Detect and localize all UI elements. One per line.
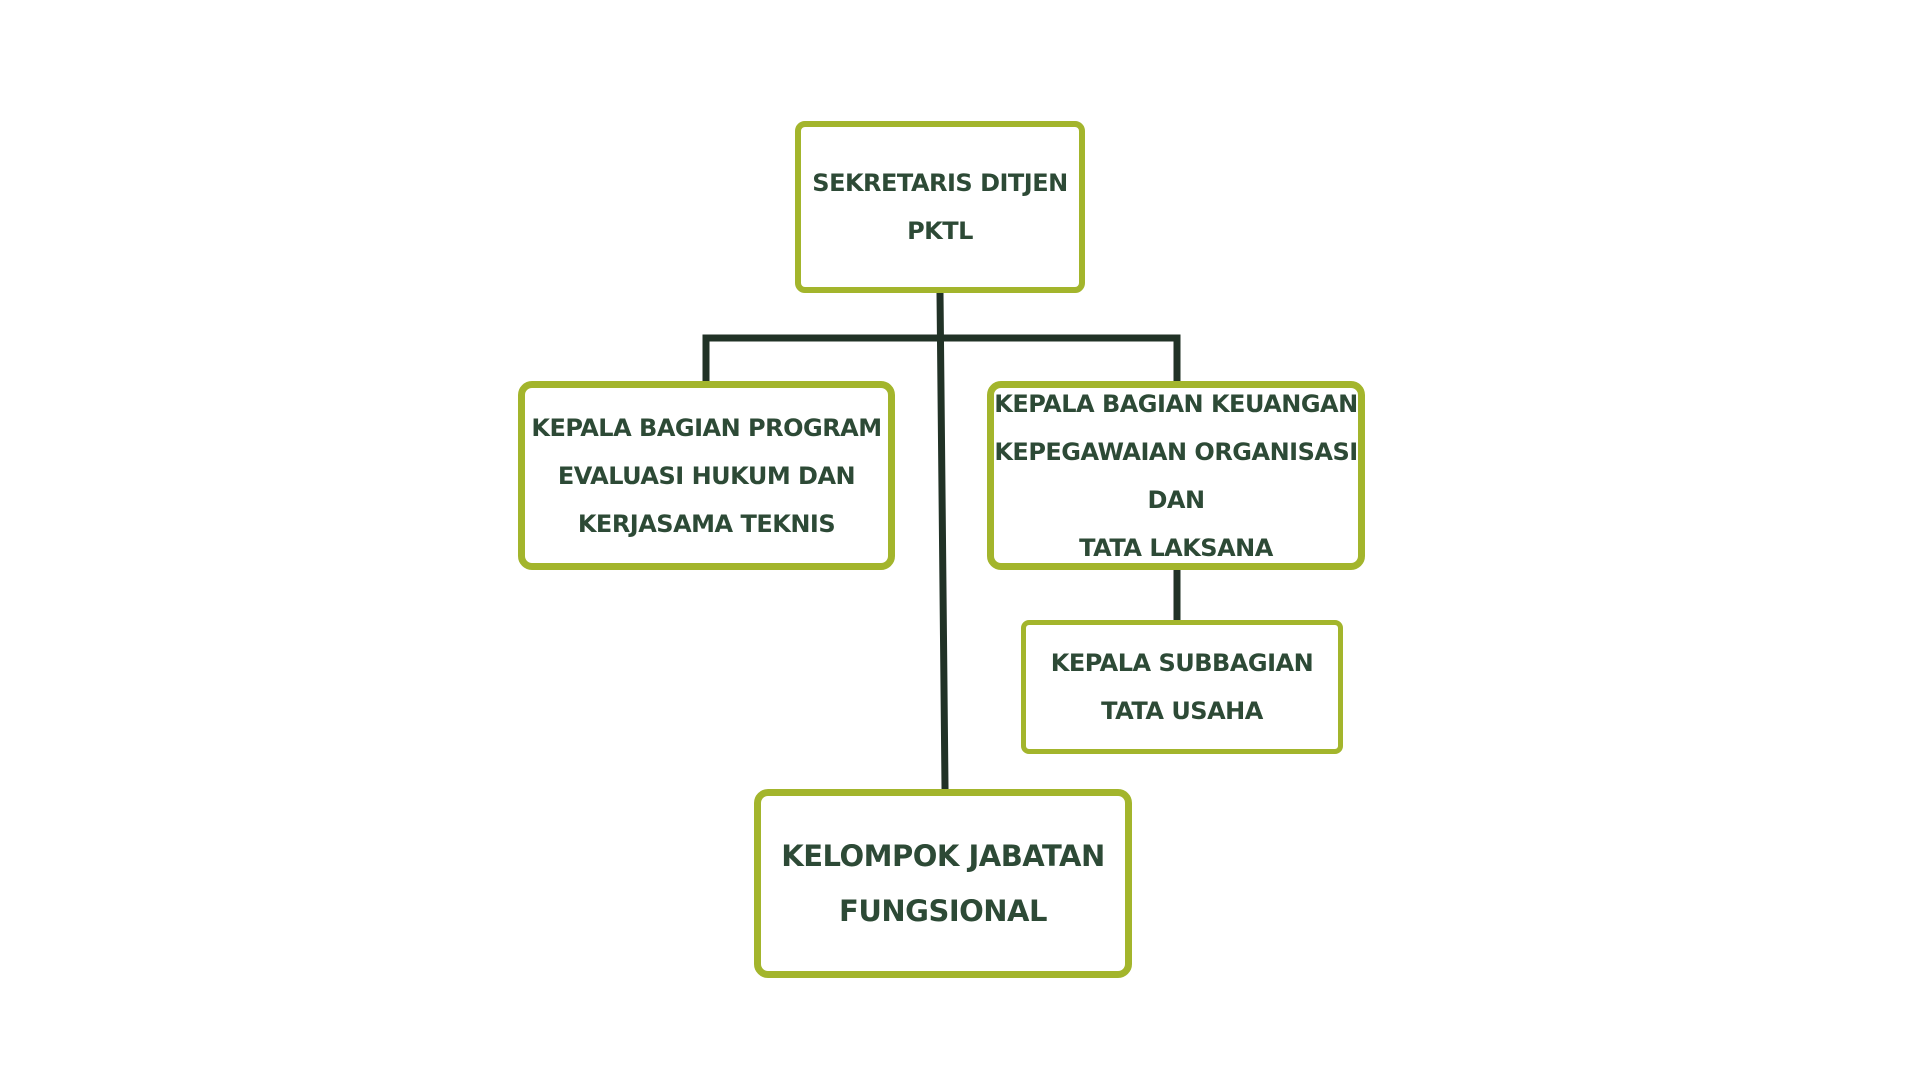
node-kepala-bagian-program: KEPALA BAGIAN PROGRAM EVALUASI HUKUM DAN…: [518, 381, 895, 570]
node-kelompok-jabatan-fungsional: KELOMPOK JABATAN FUNGSIONAL: [754, 789, 1132, 978]
node-sekretaris-label: SEKRETARIS DITJEN PKTL: [812, 169, 1068, 245]
node-fungsional-label: KELOMPOK JABATAN FUNGSIONAL: [781, 838, 1105, 928]
node-keuangan-label: KEPALA BAGIAN KEUANGAN KEPEGAWAIAN ORGAN…: [994, 389, 1358, 562]
node-tata-usaha-label: KEPALA SUBBAGIAN TATA USAHA: [1050, 649, 1314, 725]
node-sekretaris-ditjen: SEKRETARIS DITJEN PKTL: [795, 121, 1085, 293]
node-program-label: KEPALA BAGIAN PROGRAM EVALUASI HUKUM DAN…: [531, 413, 882, 538]
connector-top-trunk: [936, 289, 949, 791]
node-kepala-bagian-keuangan: KEPALA BAGIAN KEUANGAN KEPEGAWAIAN ORGAN…: [987, 381, 1365, 570]
node-kepala-subbagian-tata-usaha: KEPALA SUBBAGIAN TATA USAHA: [1021, 620, 1343, 754]
